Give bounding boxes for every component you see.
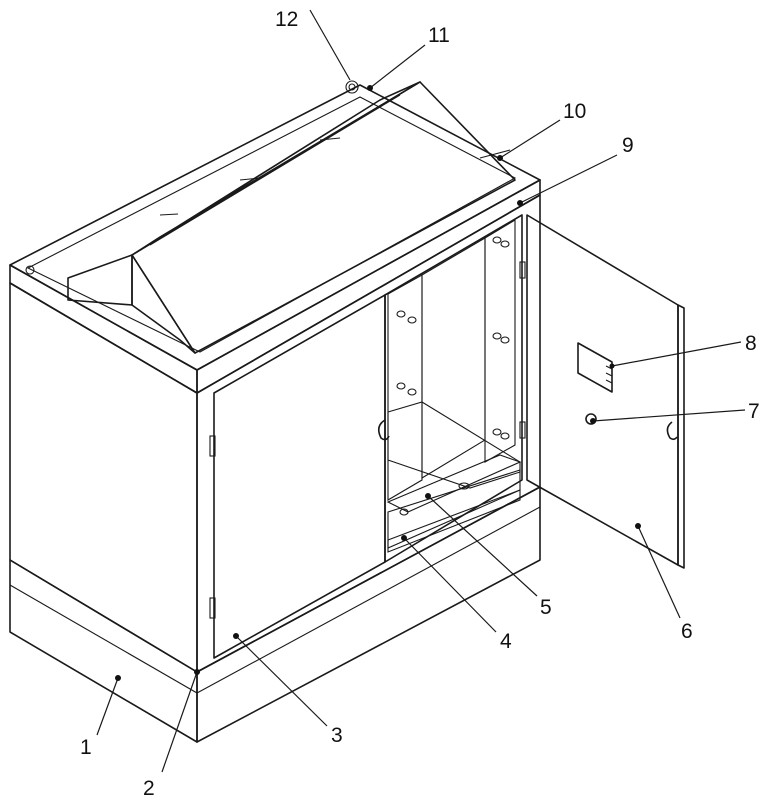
top-frame bbox=[10, 81, 540, 393]
open-door bbox=[520, 215, 684, 568]
part-label-7: 7 bbox=[748, 400, 760, 423]
part-label-2: 2 bbox=[143, 777, 155, 800]
part-label-12: 12 bbox=[275, 8, 298, 31]
cabinet-body bbox=[10, 195, 540, 672]
part-label-5: 5 bbox=[540, 596, 552, 619]
part-label-11: 11 bbox=[428, 24, 450, 47]
part-label-1: 1 bbox=[80, 736, 92, 759]
part-labels: 12 11 10 9 8 7 6 5 4 3 2 1 bbox=[80, 8, 760, 800]
cabinet-interior bbox=[379, 215, 522, 562]
solar-roof bbox=[68, 82, 515, 353]
part-label-6: 6 bbox=[681, 620, 693, 643]
leader-dots bbox=[115, 85, 641, 681]
part-label-9: 9 bbox=[622, 134, 634, 157]
part-label-8: 8 bbox=[745, 332, 757, 355]
part-label-4: 4 bbox=[500, 630, 512, 653]
part-label-10: 10 bbox=[563, 100, 586, 123]
part-label-3: 3 bbox=[331, 724, 343, 747]
